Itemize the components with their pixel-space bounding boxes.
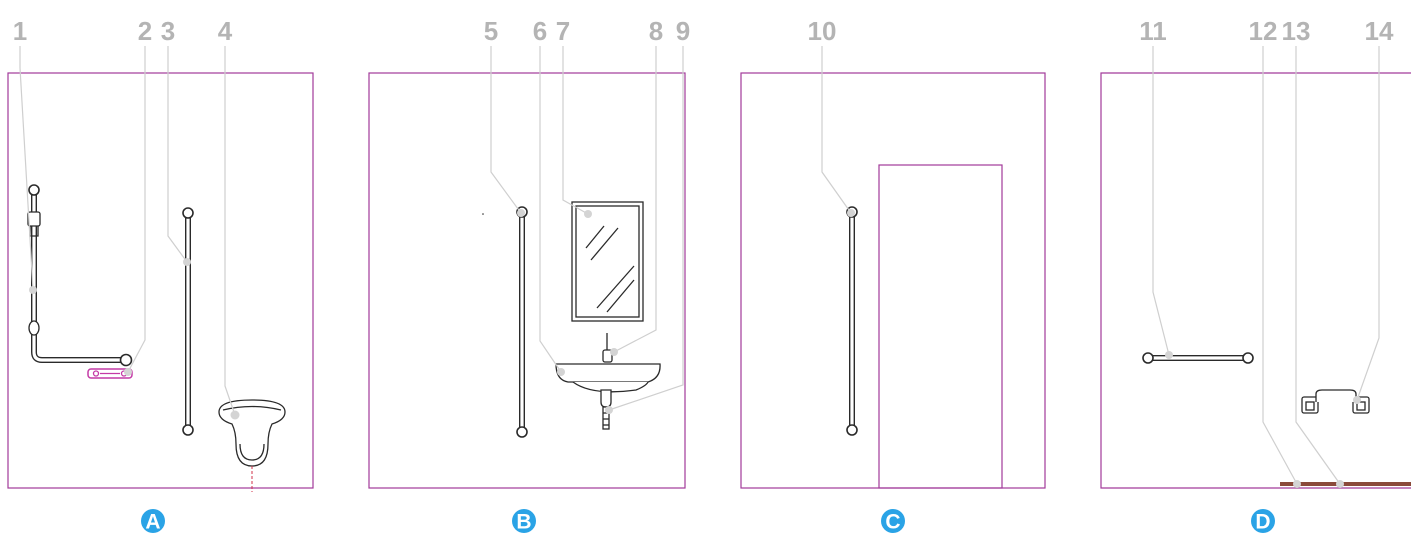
panel-badge-c bbox=[881, 509, 905, 533]
elevation-panel-b: B bbox=[368, 46, 686, 534]
horizontal-grab-bar bbox=[1142, 352, 1254, 364]
floor-threshold-strip bbox=[1280, 482, 1411, 486]
mirror bbox=[571, 201, 644, 322]
callout-8: 8 bbox=[649, 16, 663, 46]
basin-faucet bbox=[602, 333, 613, 363]
callout-10: 10 bbox=[808, 16, 837, 46]
callout-2: 2 bbox=[138, 16, 152, 46]
wall-outline-c bbox=[740, 72, 1046, 489]
shower-head-holder bbox=[27, 211, 41, 227]
panel-badge-c-label: C bbox=[885, 511, 900, 534]
drain-trap bbox=[600, 389, 612, 430]
callout-11: 11 bbox=[1139, 16, 1167, 46]
callout-1: 1 bbox=[13, 16, 27, 46]
wall-outline-b bbox=[368, 72, 686, 489]
elevation-panel-a: A bbox=[7, 46, 314, 534]
panel-badge-b bbox=[512, 509, 536, 533]
door-outline bbox=[878, 164, 1003, 489]
vertical-grab-bar-b bbox=[516, 206, 528, 438]
l-shaped-grab-bar bbox=[27, 184, 133, 367]
callout-14: 14 bbox=[1365, 16, 1394, 46]
toilet-roll-holder bbox=[87, 368, 133, 379]
callout-7: 7 bbox=[556, 16, 570, 46]
callout-12: 12 bbox=[1249, 16, 1278, 46]
elevation-panel-c: C bbox=[740, 46, 1046, 534]
vertical-grab-bar-a bbox=[182, 207, 194, 436]
washbasin bbox=[555, 363, 661, 393]
wall-outline-a bbox=[7, 72, 314, 489]
callout-numbers: 1 2 3 4 5 6 7 8 9 10 11 12 13 14 bbox=[13, 16, 1394, 46]
wall-outline-d bbox=[1100, 72, 1411, 489]
panel-badge-b-label: B bbox=[516, 511, 531, 534]
panel-badge-a bbox=[141, 509, 165, 533]
panel-badge-d bbox=[1251, 509, 1275, 533]
panel-badge-a-label: A bbox=[145, 511, 160, 534]
wall-hung-toilet bbox=[218, 399, 286, 492]
panel-badge-d-label: D bbox=[1255, 511, 1270, 534]
callout-3: 3 bbox=[161, 16, 175, 46]
callout-6: 6 bbox=[533, 16, 547, 46]
elevation-panel-d: D bbox=[1100, 46, 1411, 534]
callout-4: 4 bbox=[218, 16, 233, 46]
vertical-grab-bar-c bbox=[846, 206, 858, 436]
callout-5: 5 bbox=[484, 16, 498, 46]
callout-13: 13 bbox=[1282, 16, 1311, 46]
callout-9: 9 bbox=[676, 16, 690, 46]
